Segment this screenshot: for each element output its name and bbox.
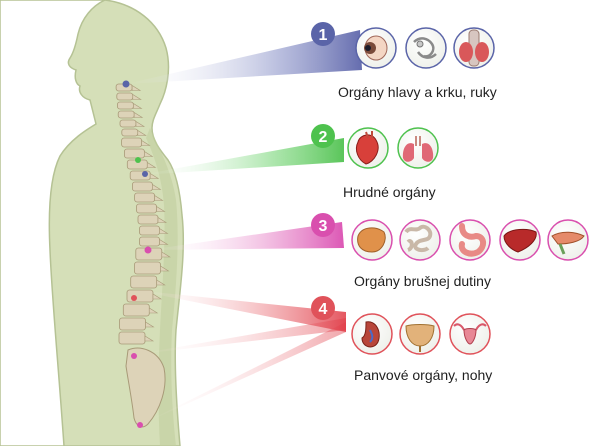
- vertebra: [124, 148, 145, 159]
- vertebra-process: [159, 227, 169, 234]
- liver-icon: [499, 219, 541, 261]
- beam-4: [134, 290, 346, 332]
- beam-4b: [132, 318, 346, 355]
- vertebra-process: [144, 335, 155, 342]
- vertebra: [119, 119, 137, 128]
- spine: [115, 83, 171, 345]
- beam-2: [140, 138, 344, 175]
- spine-dot-2b: [142, 171, 148, 177]
- vertebra: [122, 303, 150, 317]
- vertebra-process: [152, 183, 162, 190]
- group-4-label: Panvové orgány, nohy: [354, 367, 493, 383]
- ear-bones-icon: [405, 27, 447, 69]
- vertebra-process: [154, 194, 164, 201]
- badge-3: 3: [311, 213, 335, 237]
- vertebra: [134, 192, 156, 203]
- kidney-icon: [351, 313, 393, 355]
- vertebra-process: [161, 251, 171, 258]
- pancreas-icon: [351, 219, 393, 261]
- eye-icon: [355, 27, 397, 69]
- group-1-label: Orgány hlavy a krku, ruky: [338, 84, 497, 100]
- badge-2: 2: [311, 124, 335, 148]
- vertebra-process: [160, 265, 170, 272]
- beam-1: [126, 30, 362, 84]
- face-profile: [0, 0, 106, 446]
- svg-text:1: 1: [319, 27, 328, 44]
- vertebra-process: [132, 93, 142, 100]
- lungs-icon: [397, 127, 439, 169]
- vertebra: [131, 181, 153, 192]
- vertebra-process: [156, 279, 166, 286]
- badge-1: 1: [311, 22, 335, 46]
- vertebra: [139, 236, 160, 247]
- vertebra: [117, 101, 134, 110]
- svg-text:2: 2: [319, 129, 328, 146]
- vertebra-process: [141, 139, 151, 146]
- bladder-icon: [399, 313, 441, 355]
- vertebra: [118, 331, 146, 345]
- spine-dot-4: [131, 295, 137, 301]
- group-3-label: Orgány brušnej dutiny: [354, 273, 491, 289]
- spine-dot-2: [135, 157, 141, 163]
- vertebra-process: [148, 307, 159, 314]
- vertebra-process: [144, 150, 154, 157]
- vertebra: [116, 92, 134, 101]
- vertebra: [137, 214, 159, 225]
- group-2-label: Hrudné orgány: [343, 184, 436, 200]
- intestines-icon: [399, 219, 441, 261]
- vertebra: [130, 275, 158, 289]
- vertebra-process: [147, 161, 157, 168]
- spine-dot-1: [122, 80, 130, 88]
- beam-4c: [140, 322, 346, 425]
- uterus-icon: [449, 313, 491, 355]
- vertebra: [139, 225, 160, 236]
- vertebra-process: [137, 129, 147, 136]
- vertebra: [136, 203, 157, 214]
- vertebra: [134, 261, 161, 275]
- vertebra-process: [131, 84, 142, 91]
- vertebra: [119, 317, 146, 331]
- vertebra: [126, 289, 154, 303]
- vertebra-process: [133, 102, 143, 109]
- vertebra-process: [133, 111, 144, 118]
- beam-3: [148, 222, 344, 250]
- svg-text:4: 4: [319, 301, 328, 318]
- gallbladder-icon: [547, 219, 589, 261]
- vertebra-process: [135, 120, 146, 127]
- sacrum: [125, 347, 166, 428]
- stomach-icon: [449, 219, 491, 261]
- badge-4: 4: [311, 296, 335, 320]
- spine-dot-3: [144, 246, 152, 254]
- vertebra-process: [156, 205, 166, 212]
- heart-icon: [347, 127, 389, 169]
- svg-text:3: 3: [319, 218, 328, 235]
- thyroid-icon: [453, 27, 495, 69]
- vertebra-process: [157, 216, 168, 223]
- vertebra: [121, 137, 142, 148]
- vertebra: [121, 128, 139, 137]
- spine-dot-4c: [137, 422, 143, 428]
- vertebra-process: [152, 293, 163, 300]
- vertebra-process: [149, 172, 160, 179]
- back-shading: [146, 128, 178, 446]
- spine-dot-4b: [131, 353, 137, 359]
- vertebra: [117, 110, 135, 119]
- vertebra-process: [159, 238, 169, 245]
- vertebra-process: [145, 321, 155, 328]
